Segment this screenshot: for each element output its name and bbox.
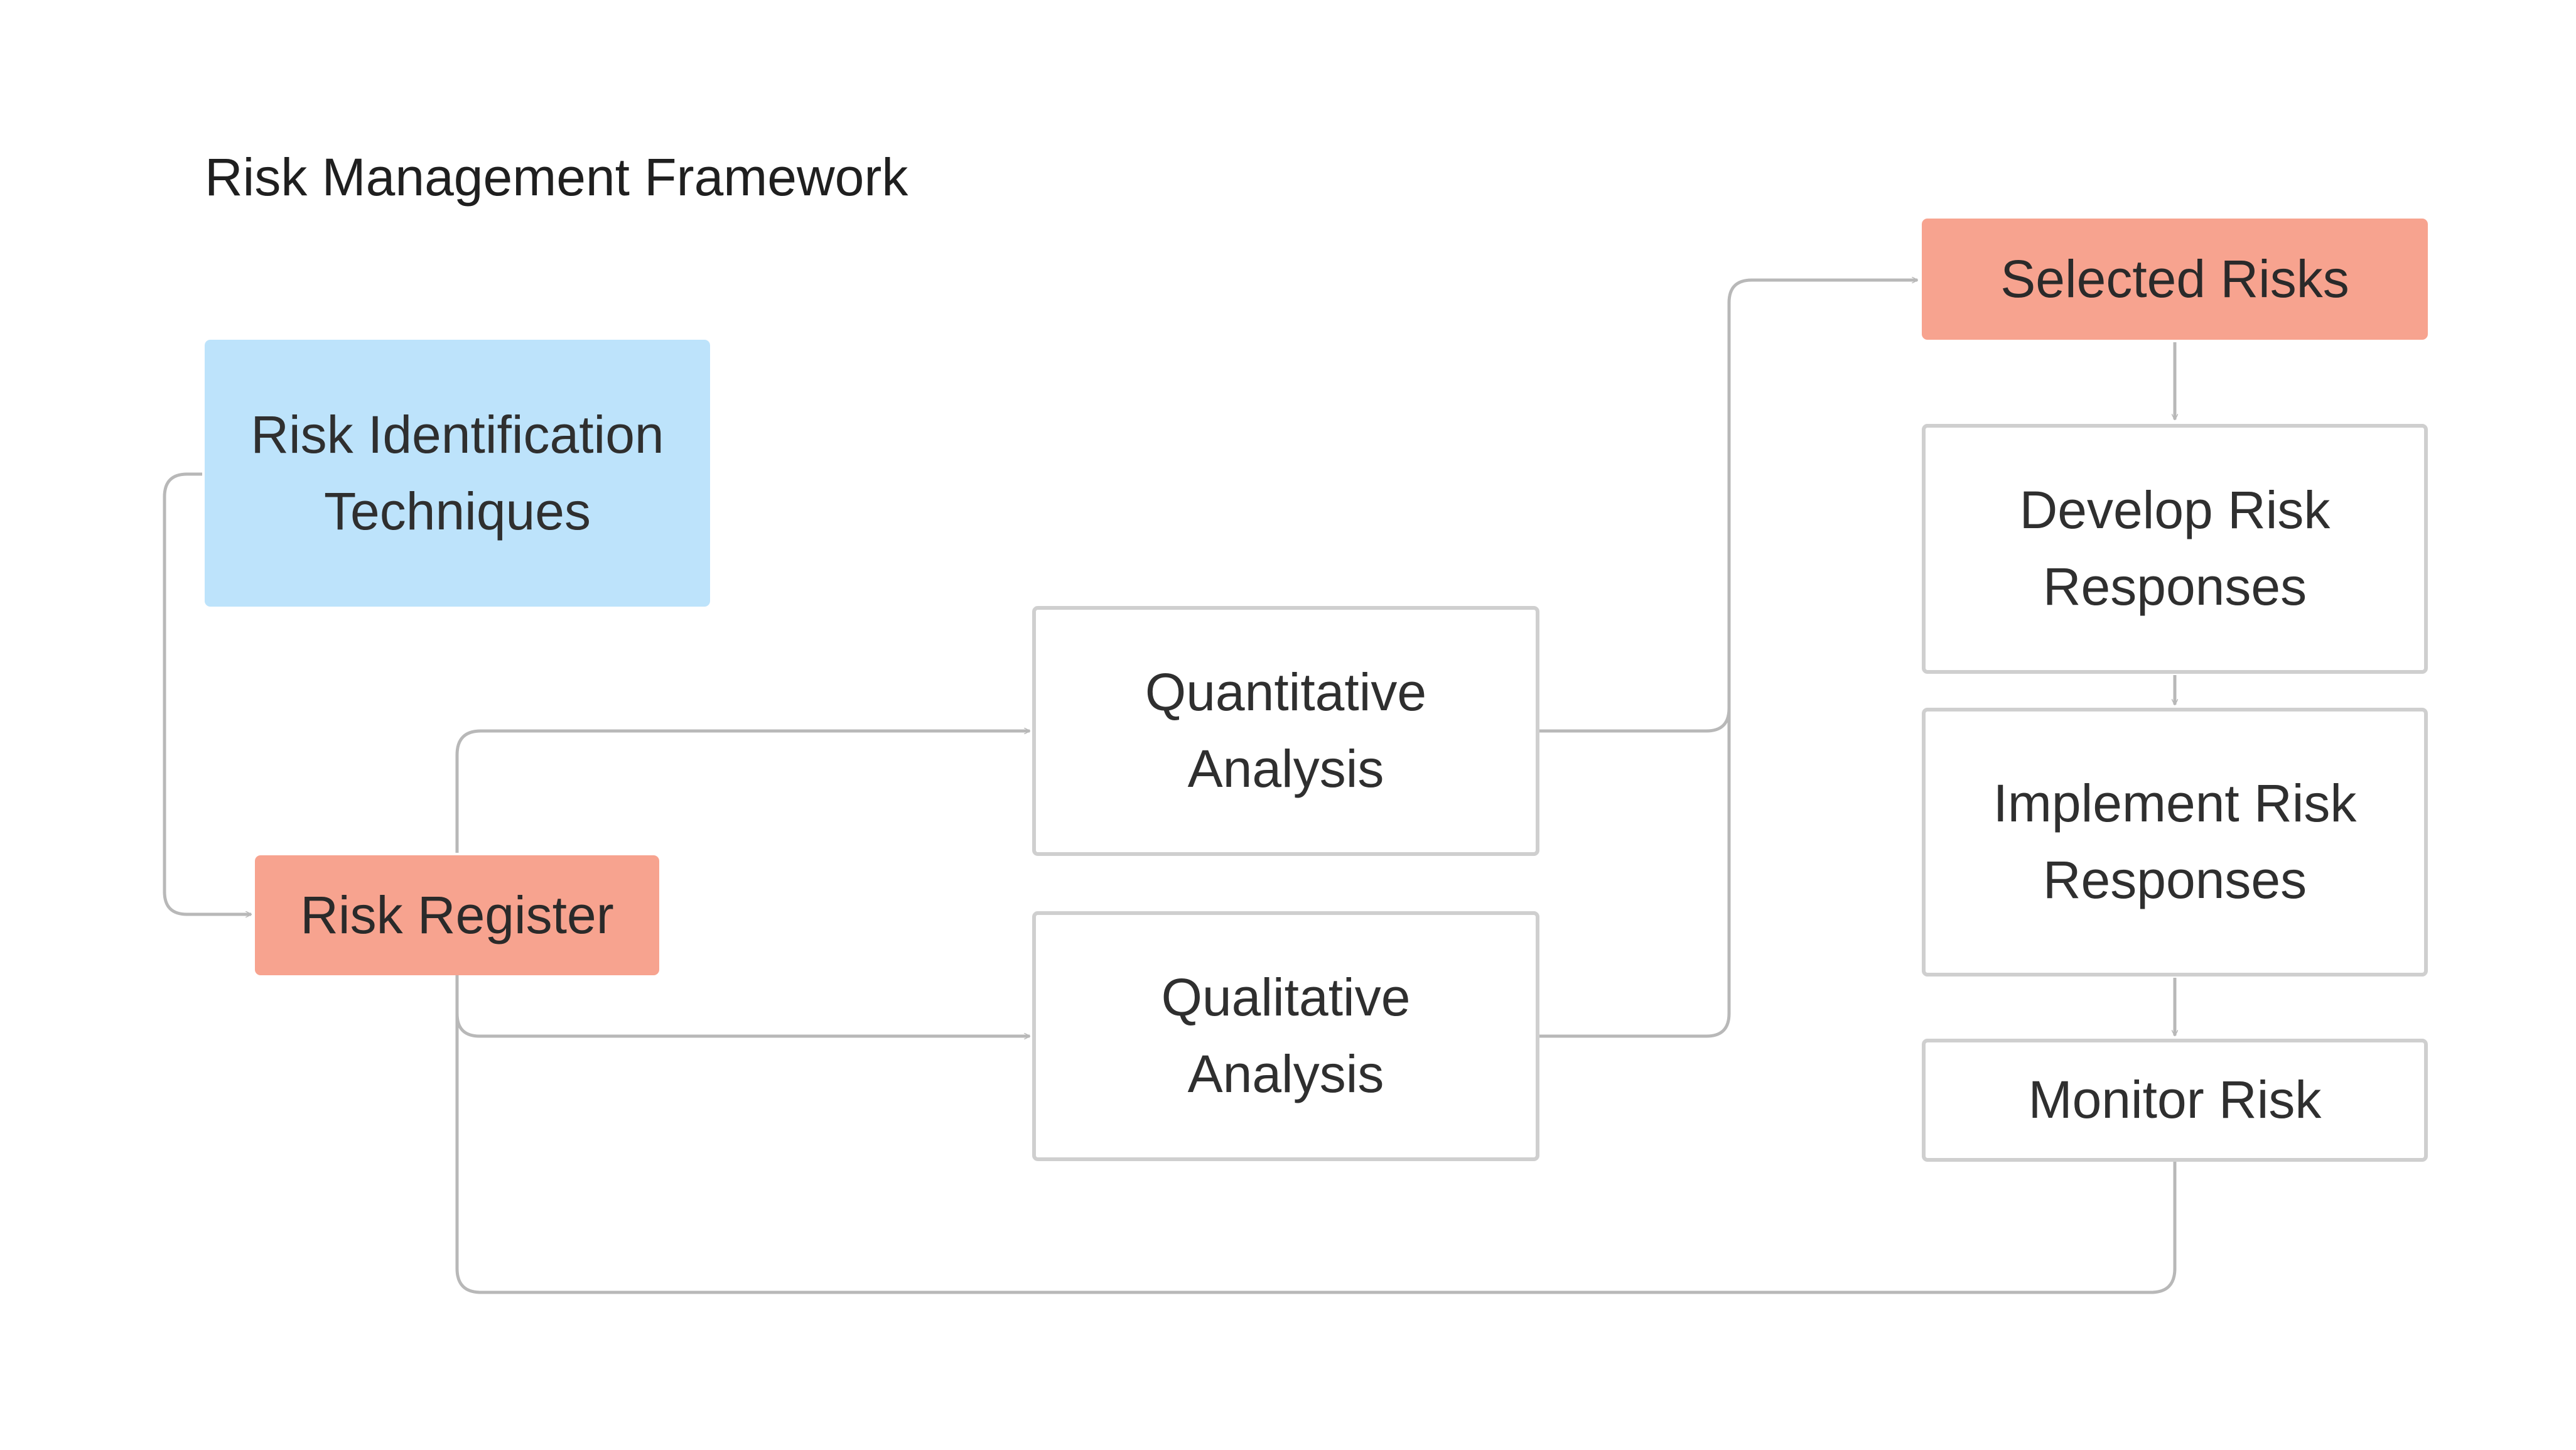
risk-identification-node: Risk Identification Techniques: [205, 340, 710, 607]
node-label-line: Responses: [2042, 557, 2307, 616]
node-label-line: Implement Risk: [1993, 774, 2357, 833]
node-label-line: Quantitative: [1145, 663, 1427, 722]
node-label-line: Develop Risk: [2019, 480, 2331, 540]
node-label: Risk Register: [300, 885, 614, 944]
connector-qualitative-to-selected: [1539, 703, 1731, 1038]
node-label-line: Analysis: [1187, 739, 1384, 798]
implement-risk-responses-node: Implement Risk Responses: [1922, 708, 2428, 977]
selected-risks-node: Selected Risks: [1922, 219, 2428, 340]
risk-register-node: Risk Register: [255, 855, 659, 975]
node-label-line: Responses: [2042, 850, 2307, 909]
connector-monitor-to-register: [455, 975, 2177, 1294]
diagram-title: Risk Management Framework: [205, 148, 908, 207]
connector-identification-to-register: [163, 472, 251, 914]
node-label-line: Techniques: [324, 481, 591, 541]
quantitative-analysis-node: Quantitative Analysis: [1032, 606, 1539, 856]
monitor-risk-node: Monitor Risk: [1922, 1039, 2428, 1162]
connector-register-to-quantitative: [455, 731, 1030, 853]
node-label-line: Qualitative: [1161, 968, 1411, 1027]
node-label: Selected Risks: [2000, 249, 2349, 308]
develop-risk-responses-node: Develop Risk Responses: [1922, 424, 2428, 674]
node-label-line: Risk Identification: [251, 404, 664, 464]
connector-quantitative-to-selected: [1539, 280, 1917, 733]
connector-register-to-qualitative: [455, 975, 1030, 1036]
node-label-line: Analysis: [1187, 1044, 1384, 1103]
qualitative-analysis-node: Qualitative Analysis: [1032, 911, 1539, 1161]
node-label: Monitor Risk: [2028, 1070, 2322, 1130]
